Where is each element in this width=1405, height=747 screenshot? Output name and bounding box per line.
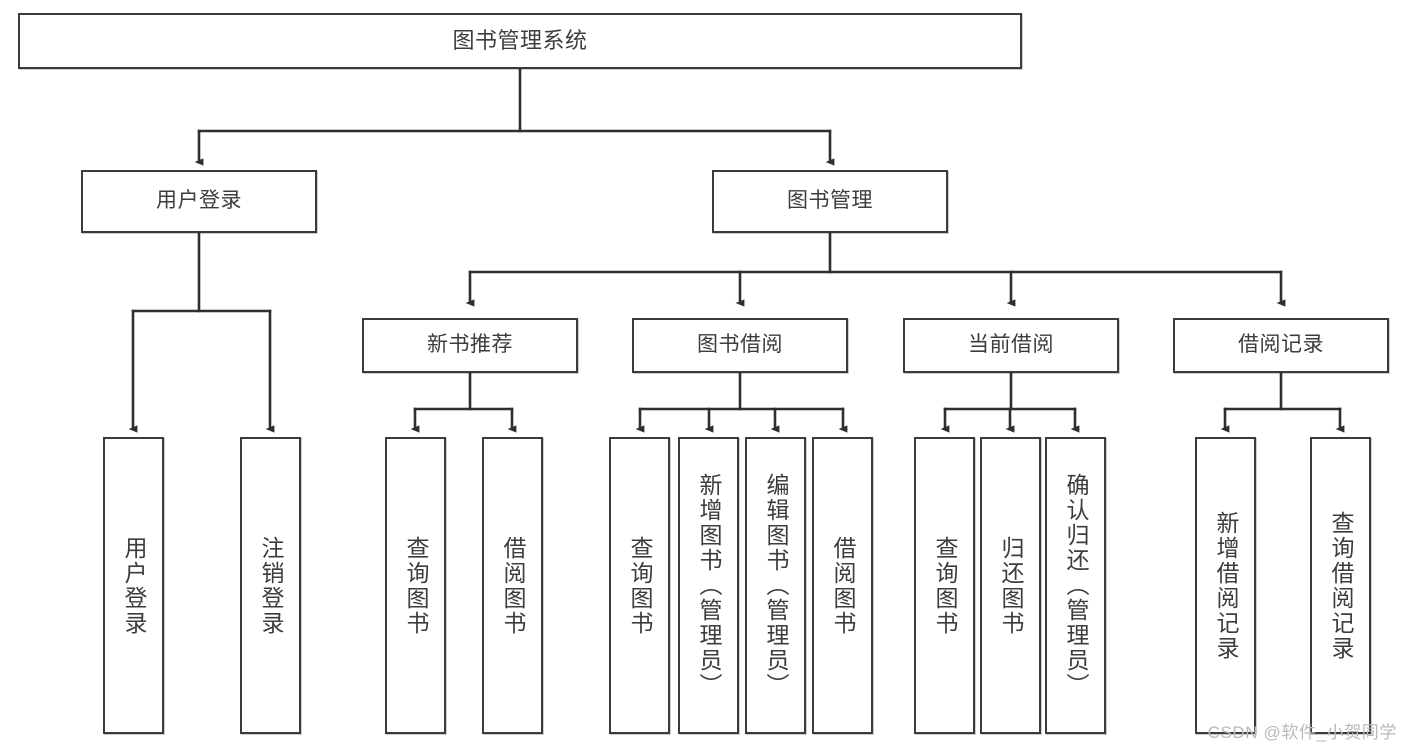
leaf-query-borrow-record[interactable]: 查询借阅记录	[1310, 437, 1371, 734]
leaf-borrow-book-1[interactable]: 借阅图书	[482, 437, 543, 734]
node-label: 新增借阅记录	[1213, 510, 1239, 661]
watermark-text: CSDN @软件_小贺同学	[1207, 723, 1397, 742]
node-label: 确认归还（管理员）	[1063, 473, 1089, 698]
node-label: 新增图书（管理员）	[696, 473, 722, 698]
node-user-login[interactable]: 用户登录	[81, 170, 317, 233]
node-book-management[interactable]: 图书管理	[712, 170, 948, 233]
node-label: 图书借阅	[697, 333, 783, 357]
node-current-borrow[interactable]: 当前借阅	[903, 318, 1119, 373]
node-book-borrow[interactable]: 图书借阅	[632, 318, 848, 373]
leaf-edit-book[interactable]: 编辑图书（管理员）	[745, 437, 806, 734]
leaf-query-book-1[interactable]: 查询图书	[385, 437, 446, 734]
node-label: 图书管理系统	[452, 28, 588, 54]
leaf-query-book-3[interactable]: 查询图书	[914, 437, 975, 734]
node-label: 借阅图书	[830, 535, 856, 636]
node-label: 查询图书	[627, 535, 653, 636]
node-label: 借阅记录	[1238, 333, 1324, 357]
leaf-query-book-2[interactable]: 查询图书	[609, 437, 670, 734]
leaf-add-borrow-record[interactable]: 新增借阅记录	[1195, 437, 1256, 734]
node-label: 注销登录	[258, 535, 284, 636]
leaf-add-book[interactable]: 新增图书（管理员）	[678, 437, 739, 734]
node-label: 借阅图书	[500, 535, 526, 636]
node-label: 归还图书	[998, 535, 1024, 636]
leaf-user-login[interactable]: 用户登录	[103, 437, 164, 734]
leaf-confirm-return[interactable]: 确认归还（管理员）	[1045, 437, 1106, 734]
leaf-logout-login[interactable]: 注销登录	[240, 437, 301, 734]
node-borrow-record[interactable]: 借阅记录	[1173, 318, 1389, 373]
node-label: 查询借阅记录	[1328, 510, 1354, 661]
leaf-return-book[interactable]: 归还图书	[980, 437, 1041, 734]
node-label: 查询图书	[403, 535, 429, 636]
node-root-book-management-system[interactable]: 图书管理系统	[18, 13, 1022, 69]
node-label: 查询图书	[932, 535, 958, 636]
node-label: 图书管理	[787, 189, 873, 213]
node-label: 用户登录	[121, 535, 147, 636]
leaf-borrow-book-2[interactable]: 借阅图书	[812, 437, 873, 734]
node-label: 新书推荐	[427, 333, 513, 357]
node-new-book-recommend[interactable]: 新书推荐	[362, 318, 578, 373]
node-label: 当前借阅	[968, 333, 1054, 357]
node-label: 编辑图书（管理员）	[763, 473, 789, 698]
node-label: 用户登录	[156, 189, 242, 213]
